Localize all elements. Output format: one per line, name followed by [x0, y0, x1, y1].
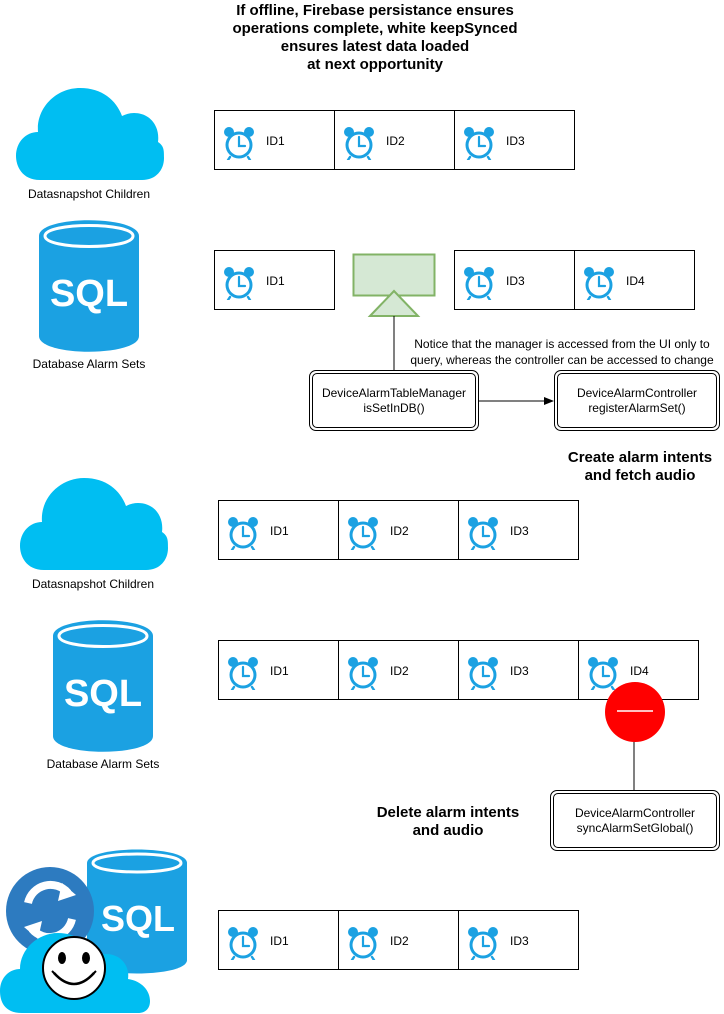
sql-database-icon: SQL: [53, 620, 153, 752]
alarm-cell[interactable]: ID2: [338, 640, 459, 700]
alarm-cell[interactable]: ID3: [458, 500, 579, 560]
alarm-cell[interactable]: ID3: [458, 640, 579, 700]
device-alarm-table-manager-box[interactable]: DeviceAlarmTableManager isSetInDB(): [309, 370, 479, 431]
alarm-id: ID4: [630, 664, 649, 678]
alarm-id: ID1: [266, 274, 285, 288]
sql-text: SQL: [50, 273, 128, 315]
alarm-cell[interactable]: ID1: [218, 640, 339, 700]
synced-database-icon: SQL: [0, 849, 187, 1013]
alarm-id: ID3: [510, 934, 529, 948]
note-text: Notice that the manager is accessed from…: [410, 337, 714, 367]
alarm-cell[interactable]: ID3: [454, 250, 575, 310]
alarm-cell[interactable]: ID2: [338, 500, 459, 560]
delete-marker-icon: [605, 682, 665, 742]
alarm-id: ID2: [386, 134, 405, 148]
alarm-cell[interactable]: ID1: [214, 250, 335, 310]
cloud-icon: [20, 476, 168, 572]
alarm-row-snapshot-2: ID1 ID2 ID3: [218, 500, 579, 560]
alarm-clock-icon: [467, 516, 499, 550]
alarm-row-db-1a: ID1: [214, 250, 335, 310]
alarm-id: ID2: [390, 664, 409, 678]
alarm-cell[interactable]: ID3: [454, 110, 575, 170]
alarm-id: ID3: [506, 134, 525, 148]
alarm-clock-icon: [467, 656, 499, 690]
alarm-clock-icon: [347, 516, 379, 550]
alarm-row-db-2: ID1 ID2 ID3 ID4: [218, 640, 699, 700]
alarm-clock-icon: [467, 926, 499, 960]
alarm-id: ID1: [270, 934, 289, 948]
create-title: Create alarm intents and fetch audio: [567, 449, 713, 484]
alarm-id: ID2: [390, 524, 409, 538]
alarm-id: ID1: [266, 134, 285, 148]
alarm-row-synced: ID1 ID2 ID3: [218, 910, 579, 970]
alarm-cell[interactable]: ID1: [214, 110, 335, 170]
top-title: If offline, Firebase persistance ensures…: [232, 2, 518, 73]
alarm-clock-icon: [227, 926, 259, 960]
device-alarm-controller-register-box[interactable]: DeviceAlarmController registerAlarmSet(): [554, 370, 720, 431]
alarm-cell[interactable]: ID1: [218, 500, 339, 560]
alarm-clock-icon: [227, 656, 259, 690]
sql-text: SQL: [64, 673, 142, 715]
alarm-cell[interactable]: ID3: [458, 910, 579, 970]
alarm-id: ID4: [626, 274, 645, 288]
cloud-label: Datasnapshot Children: [27, 187, 151, 201]
cloud-label: Datasnapshot Children: [31, 577, 155, 591]
alarm-clock-icon: [347, 656, 379, 690]
alarm-row-snapshot-1: ID1 ID2 ID3: [214, 110, 575, 170]
alarm-cell[interactable]: ID2: [338, 910, 459, 970]
alarm-row-db-1b: ID3 ID4: [454, 250, 695, 310]
sql-database-icon: SQL: [39, 220, 139, 352]
alarm-id: ID3: [510, 664, 529, 678]
alarm-cell[interactable]: ID2: [334, 110, 455, 170]
alarm-id: ID2: [390, 934, 409, 948]
sql-label: Database Alarm Sets: [46, 757, 160, 771]
alarm-cell[interactable]: ID4: [574, 250, 695, 310]
alarm-id: ID3: [510, 524, 529, 538]
alarm-clock-icon: [227, 516, 259, 550]
sql-text: SQL: [101, 898, 175, 939]
alarm-id: ID1: [270, 524, 289, 538]
delete-title: Delete alarm intents and audio: [376, 804, 520, 839]
alarm-id: ID3: [506, 274, 525, 288]
alarm-clock-icon: [347, 926, 379, 960]
alarm-cell[interactable]: ID1: [218, 910, 339, 970]
device-alarm-controller-sync-box[interactable]: DeviceAlarmController syncAlarmSetGlobal…: [550, 790, 720, 851]
sql-label: Database Alarm Sets: [32, 357, 146, 371]
alarm-id: ID1: [270, 664, 289, 678]
